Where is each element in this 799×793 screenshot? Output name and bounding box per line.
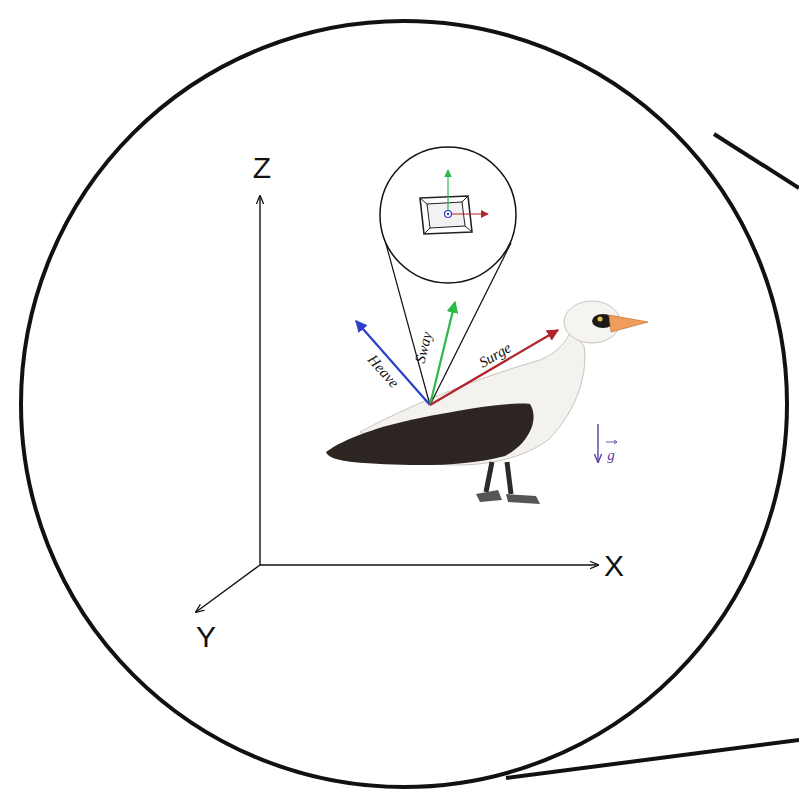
booby-bird [326,301,648,504]
surge-vector [430,330,558,405]
sensor-axis-dot [447,213,449,215]
bird-leg [507,462,511,494]
zoom-ray [506,740,799,778]
y-axis [196,565,260,612]
axis-label: Z [253,153,271,183]
sensor-box [420,196,472,234]
z-axis [259,196,260,565]
sensor-axis [447,170,448,214]
bird-leg [486,462,492,492]
sensor-axis [448,213,488,214]
vector-accent [614,440,617,444]
bird-foot [476,490,502,502]
bird-beak [609,315,648,332]
sway-vector [430,302,455,405]
bird-wing [326,404,534,465]
sensor-zoom-circle [380,147,516,283]
bird-foot [506,494,540,504]
bird-eye [598,317,603,322]
sensor-axis-dot [445,211,452,218]
axis-label: X [604,551,624,581]
gravity-vector [597,424,598,462]
x-axis [260,564,598,565]
vector-label: g [607,448,615,463]
zoom-circle [21,21,787,787]
axis-label: Y [196,622,216,652]
zoom-ray [714,134,799,188]
vector-accent [606,442,617,443]
